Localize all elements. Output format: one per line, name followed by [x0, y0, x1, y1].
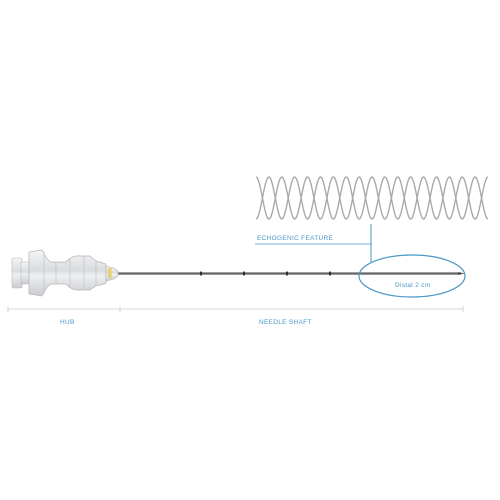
needle-hub-icon: [11, 249, 119, 297]
bottom-guide-line: [7, 306, 464, 312]
helix-strand-b: [255, 176, 489, 220]
needle-shaft-label: NEEDLE SHAFT: [259, 319, 312, 326]
hub-label: HUB: [60, 319, 75, 326]
echogenic-helix-icon: [255, 176, 489, 220]
distal-highlight-ellipse: [358, 254, 466, 298]
echogenic-feature-label: ECHOGENIC FEATURE: [257, 235, 334, 242]
helix-strand-a: [255, 176, 489, 220]
needle-shaft: [118, 271, 465, 276]
distal-label: Distal 2 cm: [395, 282, 431, 289]
